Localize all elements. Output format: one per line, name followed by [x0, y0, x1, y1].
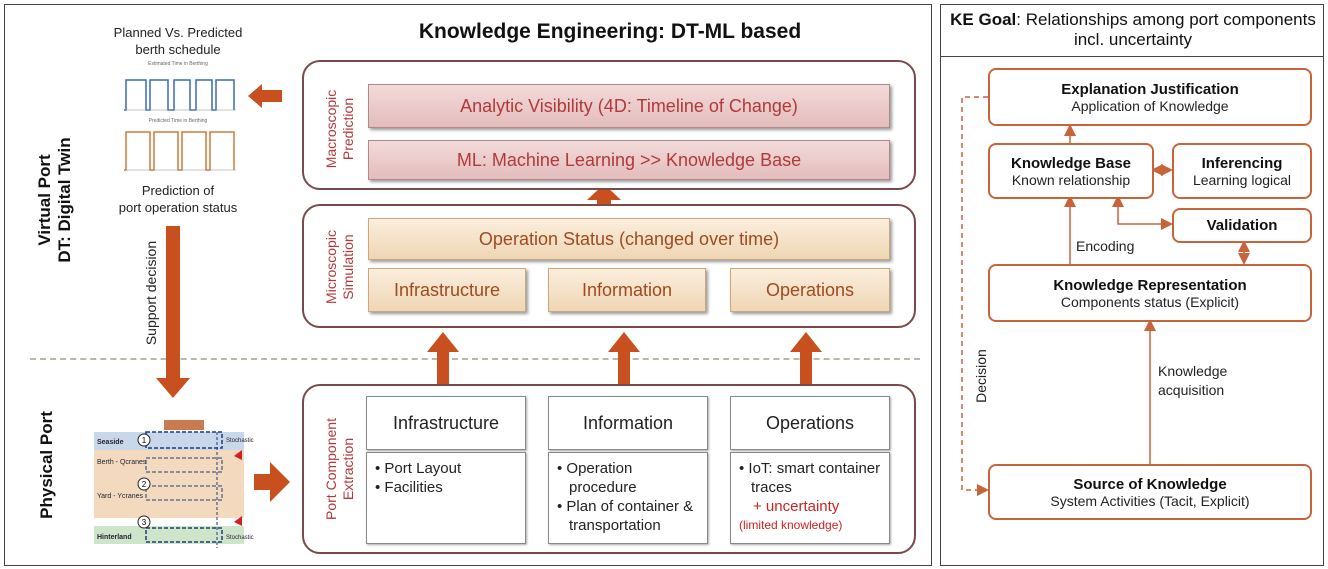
berth-schedule-svg: Estimated Time in Berthing Predicted Tim… — [124, 61, 236, 171]
encoding-label: Encoding — [1076, 238, 1135, 254]
berth-schedule-chart: Estimated Time in Berthing Predicted Tim… — [116, 58, 240, 178]
map-yard: Yard - Ycranes — [97, 493, 144, 500]
validation-box: Validation — [1172, 208, 1312, 243]
analytic-visibility-bar: Analytic Visibility (4D: Timeline of Cha… — [368, 84, 890, 128]
source-of-knowledge-box: Source of Knowledge System Activities (T… — [988, 464, 1312, 520]
info-item: • Plan of container & transportation — [557, 498, 694, 534]
prediction-caption-line1: Prediction of — [141, 183, 215, 198]
decision-loop — [961, 96, 989, 496]
inferencing-box: Inferencing Learning logical — [1172, 143, 1312, 199]
decision-label: Decision — [973, 349, 989, 403]
map-num-2: 2 — [142, 480, 147, 489]
kb-validation-link — [1112, 195, 1173, 230]
ke-goal-title: KE Goal: Relationships among port compon… — [950, 10, 1316, 50]
port-map-svg: Seaside Berth - Qcranes Yard - Ycranes H… — [94, 420, 254, 548]
knowledge-representation-box: Knowledge Representation Components stat… — [988, 264, 1312, 322]
schedule-caption: Planned Vs. Predicted berth schedule — [113, 25, 243, 57]
ke-goal-panel — [940, 4, 1324, 566]
knowledge-acquisition-label: Knowledge acquisition — [1158, 362, 1227, 400]
map-stochastic-top: Stochastic — [226, 438, 254, 444]
ke-goal-bold: KE Goal — [950, 10, 1017, 29]
arrow-to-schedule — [248, 84, 282, 108]
arrow-up-ops — [790, 332, 822, 384]
prediction-caption-line2: port operation status — [118, 200, 238, 215]
inferencing-title: Inferencing — [1201, 154, 1283, 172]
arrow-to-extraction — [254, 462, 290, 502]
schedule-bottom-title: Predicted Time in Berthing — [149, 118, 208, 124]
acquisition-line1: Knowledge — [1158, 363, 1228, 379]
kr-sub: Components status (Explicit) — [1060, 293, 1240, 310]
kr-title: Knowledge Representation — [1053, 276, 1247, 294]
inferencing-sub: Learning logical — [1192, 171, 1292, 188]
ops-item: • IoT: smart container traces — [739, 460, 881, 496]
prediction-caption: Prediction of port operation status — [100, 182, 256, 216]
explanation-justification-box: Explanation Justification Application of… — [988, 68, 1312, 126]
arrow-up-infra — [427, 332, 459, 384]
col-infrastructure-body: • Port Layout • Facilities — [366, 452, 526, 544]
infra-item: • Facilities — [375, 479, 443, 496]
arrow-up-info — [608, 332, 640, 384]
macro-label-line1: Macroscopic — [323, 89, 339, 169]
sim-operations-box: Operations — [730, 268, 890, 312]
arrow-up-micro-macro — [587, 184, 621, 214]
col-operations-header: Operations — [730, 396, 890, 450]
arrow-support-decision — [156, 226, 190, 398]
infra-item: • Port Layout — [375, 460, 462, 477]
ke-connectors — [961, 96, 1250, 496]
col-operations-body: • IoT: smart container traces + uncertai… — [730, 452, 890, 544]
map-hinterland: Hinterland — [97, 534, 132, 541]
extraction-label-line2: Extraction — [340, 437, 356, 501]
operation-status-bar: Operation Status (changed over time) — [368, 218, 890, 260]
kb-sub: Known relationship — [1011, 171, 1131, 188]
arrows-left — [156, 84, 822, 502]
kb-title: Knowledge Base — [1010, 154, 1132, 172]
map-num-3: 3 — [142, 518, 147, 527]
source-title: Source of Knowledge — [1073, 475, 1227, 493]
sim-infrastructure-box: Infrastructure — [368, 268, 526, 312]
explanation-sub: Application of Knowledge — [1071, 97, 1229, 114]
micro-label-line2: Simulation — [340, 234, 356, 300]
map-stochastic-bottom: Stochastic — [226, 535, 254, 541]
port-map: Seaside Berth - Qcranes Yard - Ycranes H… — [92, 418, 268, 558]
map-num-1: 1 — [142, 436, 147, 445]
knowledge-base-box: Knowledge Base Known relationship — [988, 143, 1154, 199]
map-seaside: Seaside — [97, 439, 124, 446]
validation-title: Validation — [1206, 217, 1278, 234]
col-information-body: • Operation procedure • Plan of containe… — [548, 452, 708, 544]
ops-uncertainty: + uncertainty — [753, 498, 840, 515]
info-item: • Operation procedure — [557, 460, 637, 496]
schedule-top-title: Estimated Time in Berthing — [148, 61, 208, 67]
micro-label-line1: Microscopic — [323, 230, 339, 304]
source-sub: System Activities (Tacit, Explicit) — [1050, 492, 1250, 509]
main-title: Knowledge Engineering: DT-ML based — [418, 20, 802, 43]
col-information-header: Information — [548, 396, 708, 450]
ke-goal-rest: : Relationships among port components in… — [1016, 10, 1316, 49]
ke-goal-header-divider — [940, 56, 1324, 57]
left-panel — [4, 4, 932, 566]
explanation-title: Explanation Justification — [1061, 80, 1239, 98]
ml-knowledge-base-bar: ML: Machine Learning >> Knowledge Base — [368, 140, 890, 180]
col-infrastructure-header: Infrastructure — [366, 396, 526, 450]
map-berth: Berth - Qcranes — [97, 459, 147, 466]
virtual-physical-divider — [30, 358, 920, 360]
extraction-label-line1: Port Component — [323, 418, 339, 520]
acquisition-line2: acquisition — [1158, 382, 1225, 398]
ops-limited-knowledge: (limited knowledge) — [739, 518, 843, 532]
sim-information-box: Information — [548, 268, 706, 312]
macro-label-line2: Prediction — [340, 97, 356, 161]
